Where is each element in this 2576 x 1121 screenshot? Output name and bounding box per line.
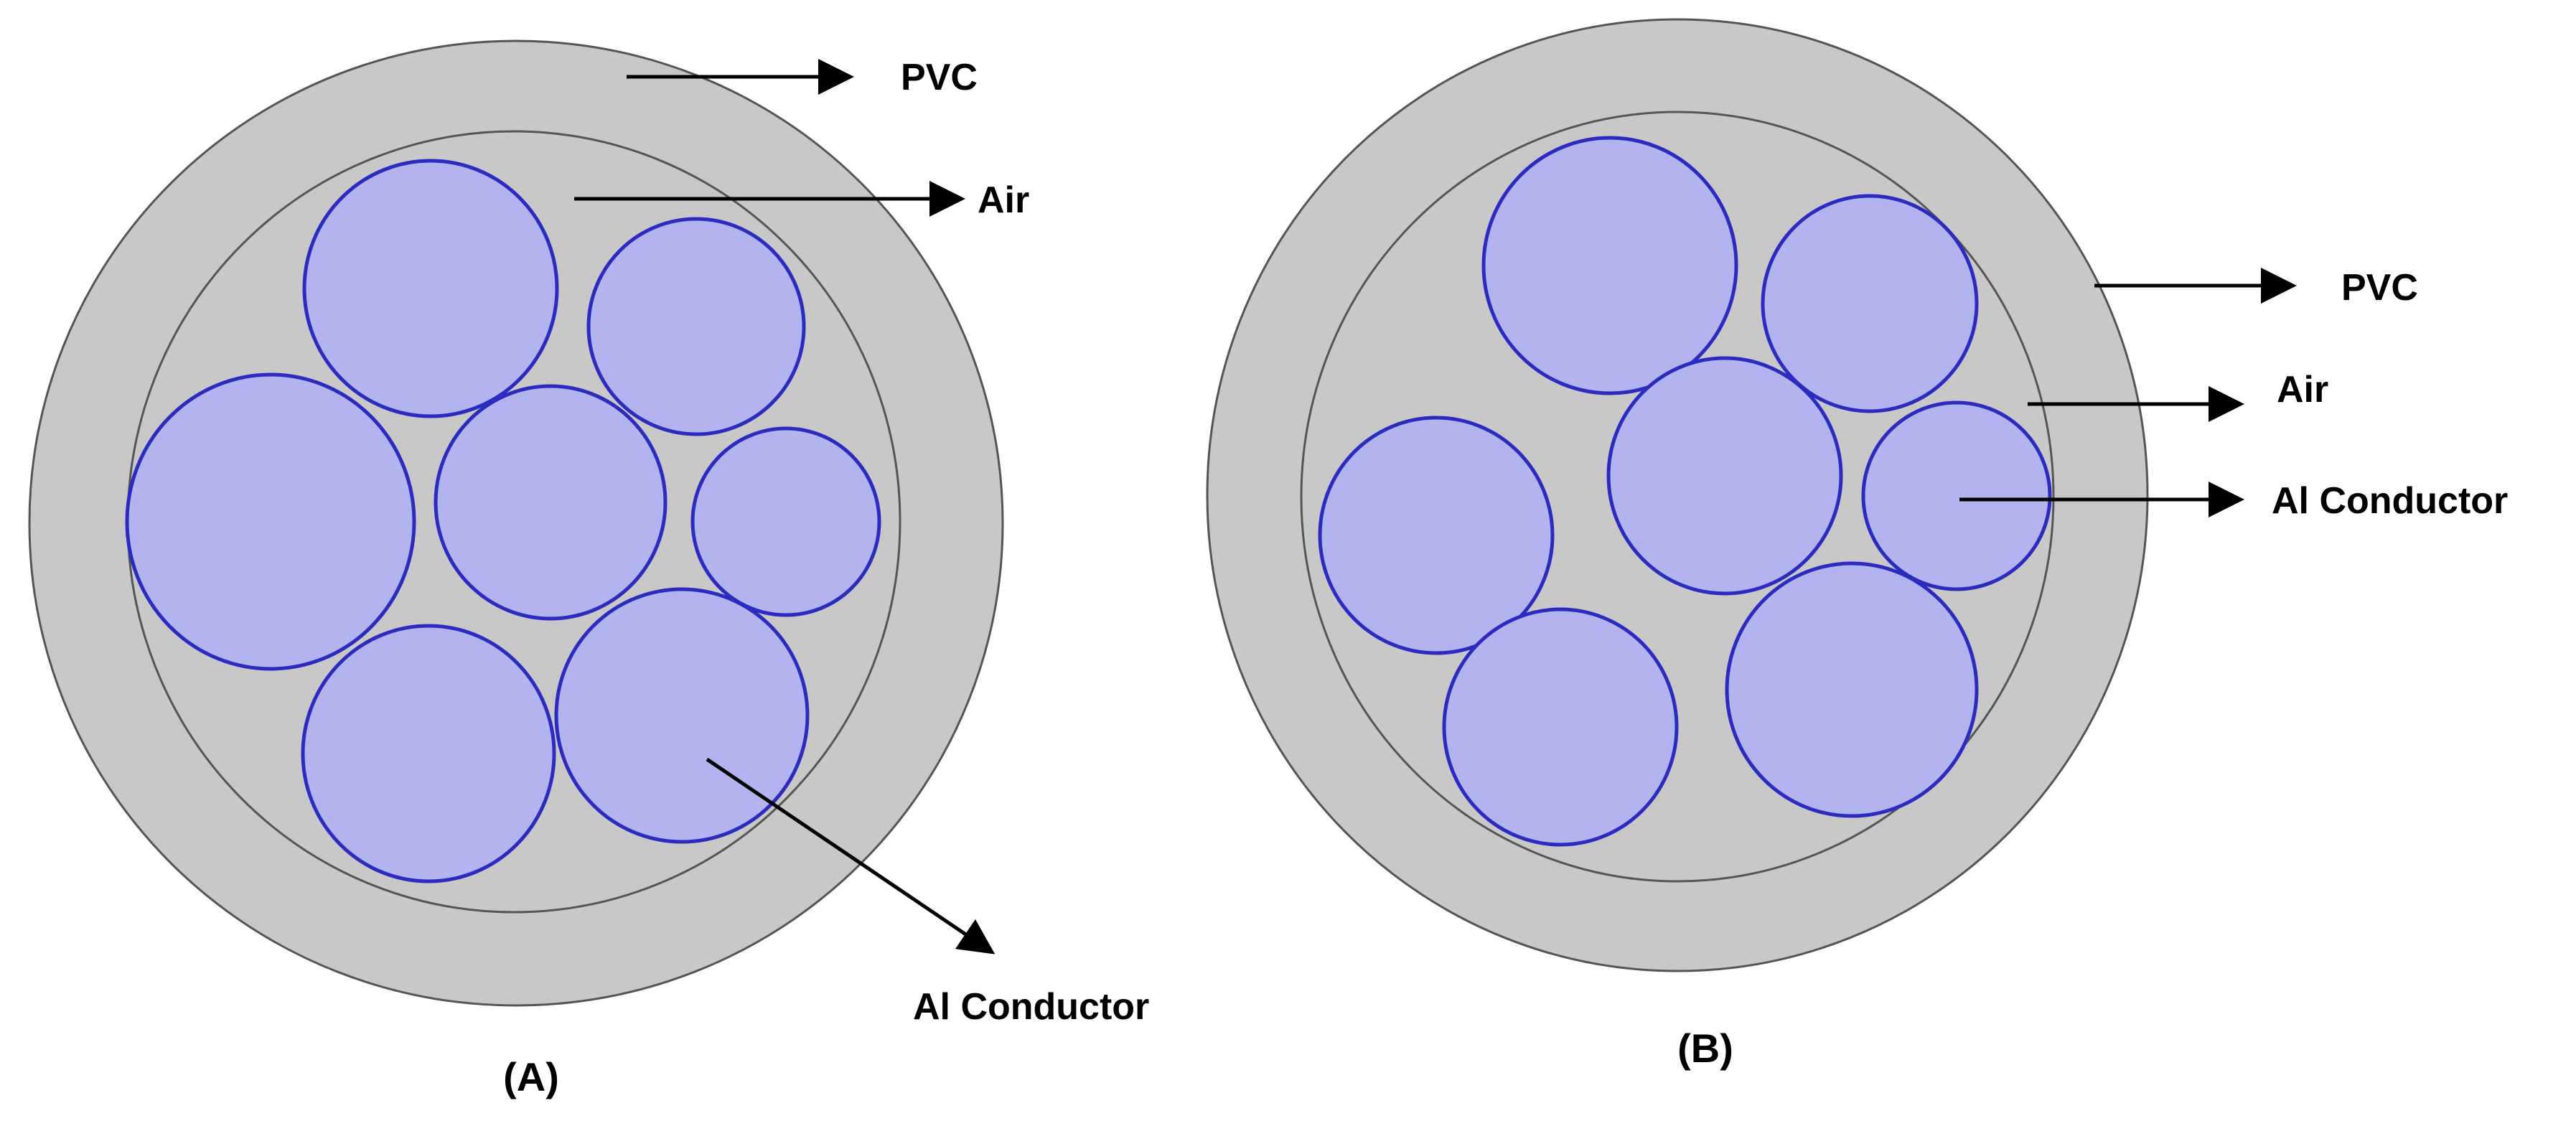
conductor xyxy=(554,587,810,844)
conductor xyxy=(302,159,559,418)
panel-b: PVC Air Al Conductor (B) xyxy=(1206,18,2508,1071)
air-label: Air xyxy=(2277,369,2328,411)
conductor xyxy=(1481,136,1738,395)
panel-caption: (A) xyxy=(503,1054,559,1099)
conductor xyxy=(1861,400,2052,591)
conductor xyxy=(1725,561,1979,818)
conductor xyxy=(586,217,806,436)
panel-a: PVC Air Al Conductor (A) xyxy=(28,39,1149,1099)
conductor-arrow xyxy=(706,757,996,955)
conductor xyxy=(1442,607,1679,847)
conductor-label: Al Conductor xyxy=(2272,480,2508,522)
panel-caption: (B) xyxy=(1677,1026,1733,1071)
conductor-group xyxy=(1318,136,2052,847)
air-label: Air xyxy=(978,179,1029,221)
conductor xyxy=(301,624,556,883)
conductor xyxy=(1606,356,1843,596)
conductor xyxy=(1318,416,1555,655)
conductor-group xyxy=(125,159,881,883)
conductor xyxy=(690,426,881,617)
conductor-label: Al Conductor xyxy=(913,986,1149,1028)
conductor xyxy=(434,384,668,621)
pvc-label: PVC xyxy=(901,57,978,98)
pvc-label: PVC xyxy=(2341,267,2418,309)
conductor xyxy=(125,372,416,671)
conductor xyxy=(1761,194,1979,413)
